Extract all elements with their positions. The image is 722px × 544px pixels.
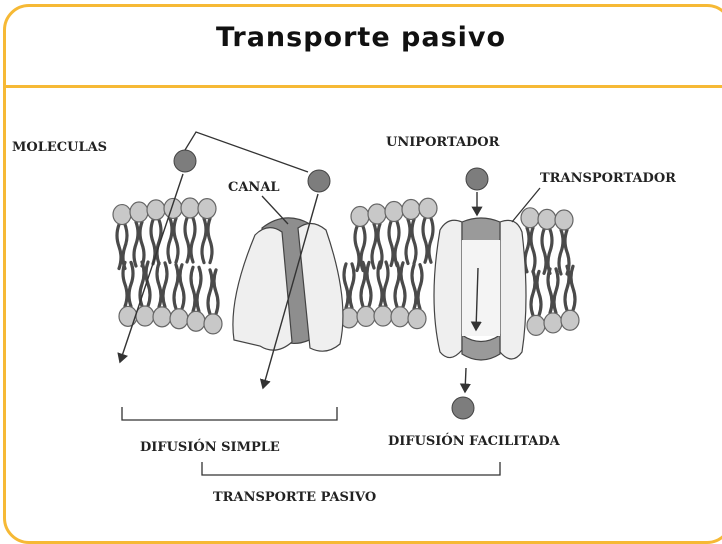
label-transportador: TRANSPORTADOR	[540, 171, 676, 186]
lipid-tail	[140, 222, 144, 266]
lipid-tail	[559, 230, 563, 274]
lipid-tail	[208, 219, 212, 263]
phospholipid-head	[385, 202, 403, 222]
lipid-tail	[531, 228, 535, 272]
lipid-tail	[537, 271, 541, 315]
phospholipid-head	[204, 314, 222, 334]
phospholipid-head	[527, 315, 545, 335]
lipid-tail	[180, 265, 184, 309]
phospholipid-head	[153, 307, 171, 327]
lipid-tail	[117, 225, 121, 269]
lipid-tail	[384, 262, 388, 306]
lipid-tail	[214, 270, 218, 314]
channel-protein	[233, 218, 343, 351]
lipid-tail	[418, 265, 422, 309]
phospholipid-head	[198, 199, 216, 219]
phospholipid-head	[136, 306, 154, 326]
phospholipid-head	[374, 306, 392, 326]
phospholipid-head	[402, 199, 420, 219]
lipid-tail	[163, 263, 167, 307]
lipid-tail	[401, 263, 405, 307]
lipid-tail	[197, 267, 201, 311]
lipid-tail	[355, 226, 359, 270]
lipid-tail	[174, 218, 178, 262]
phospholipid-head	[561, 310, 579, 330]
phospholipid-head	[187, 311, 205, 331]
lipid-tail	[412, 265, 416, 309]
lipid-tail	[389, 222, 393, 266]
molecule-1	[174, 150, 196, 172]
lipid-tail	[548, 269, 552, 313]
lipid-tail	[202, 219, 206, 263]
phospholipid-head	[521, 208, 539, 228]
label-uniportador: UNIPORTADOR	[386, 135, 499, 150]
lipid-tail	[191, 218, 195, 262]
transporte-pasivo-bracket	[202, 462, 500, 475]
lipid-tail	[168, 218, 172, 262]
carrier-arrow-out	[465, 368, 466, 392]
lipid-tail	[350, 264, 354, 308]
phospholipid-head	[368, 204, 386, 224]
lipid-tail	[185, 218, 189, 262]
lipid-tail	[542, 229, 546, 273]
lipid-tail	[134, 222, 138, 266]
lipid-tail	[174, 265, 178, 309]
carrier-protein	[434, 218, 526, 360]
lipid-tail	[157, 263, 161, 307]
molecule-2	[308, 170, 330, 192]
lipid-tail	[531, 271, 535, 315]
lipid-tail	[423, 218, 427, 262]
phospholipid-head	[170, 309, 188, 329]
phospholipid-head	[538, 209, 556, 229]
label-difusion-facilitada: DIFUSIÓN FACILITADA	[388, 434, 560, 449]
lipid-tail	[372, 224, 376, 268]
lipid-tail	[191, 267, 195, 311]
difusion-simple-bracket	[122, 407, 337, 420]
phospholipid-head	[119, 306, 137, 326]
label-transporte-pasivo: TRANSPORTE PASIVO	[213, 490, 376, 505]
phospholipid-head	[130, 202, 148, 222]
molecule-4	[452, 397, 474, 419]
lipid-tail	[208, 270, 212, 314]
label-difusion-simple: DIFUSIÓN SIMPLE	[140, 440, 280, 455]
phospholipid-head	[408, 309, 426, 329]
phospholipid-head	[357, 306, 375, 326]
lipid-tail	[395, 222, 399, 266]
phospholipid-head	[147, 200, 165, 220]
lipid-tail	[406, 219, 410, 263]
phospholipid-head	[555, 210, 573, 230]
label-canal: CANAL	[228, 180, 280, 195]
label-moleculas: MOLECULAS	[12, 140, 107, 155]
phospholipid-head	[391, 307, 409, 327]
lipid-tail	[412, 219, 416, 263]
lipid-tail	[367, 262, 371, 306]
lipid-tail	[554, 269, 558, 313]
phospholipid-head	[351, 206, 369, 226]
phospholipid-head	[181, 198, 199, 218]
lipid-tail	[129, 262, 133, 306]
phospholipid-head	[113, 205, 131, 225]
lipid-tail	[344, 264, 348, 308]
lipid-tail	[395, 263, 399, 307]
phospholipid-head	[419, 198, 437, 218]
moleculas-pointer	[185, 132, 308, 172]
lipid-tail	[571, 266, 575, 310]
lipid-tail	[548, 229, 552, 273]
lipid-tail	[429, 218, 433, 262]
phospholipid-head	[544, 313, 562, 333]
phospholipid-head	[164, 198, 182, 218]
molecule-3	[466, 168, 488, 190]
